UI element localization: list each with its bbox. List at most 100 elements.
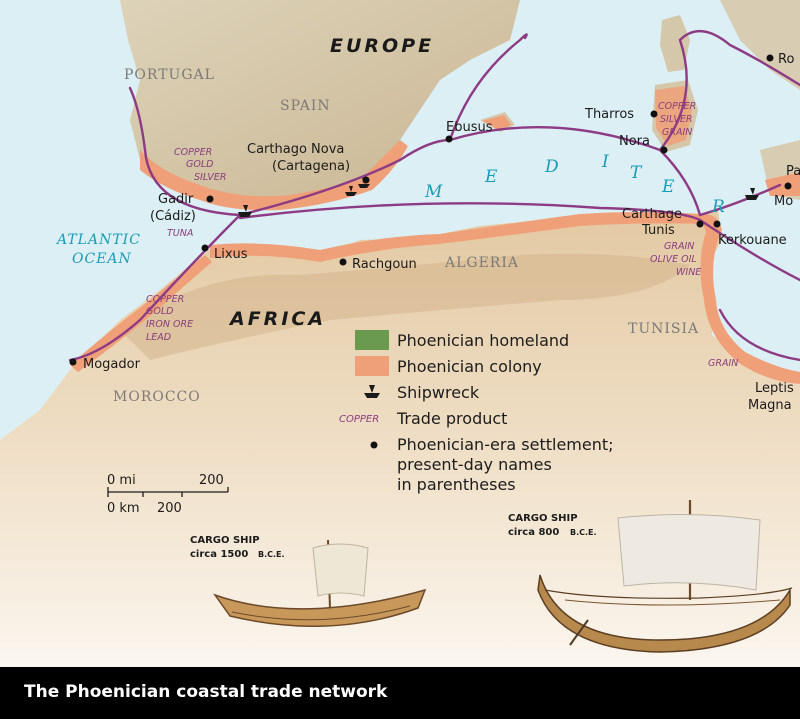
- africa-label: AFRICA: [228, 308, 326, 330]
- italy-landmass: [720, 0, 800, 90]
- legend-shipwreck-label: Shipwreck: [397, 383, 480, 402]
- caption-bar: [0, 667, 800, 719]
- map-canvas: EUROPE AFRICA PORTUGAL SPAIN ALGERIA TUN…: [0, 0, 800, 667]
- cargo-ship-800-illustration: CARGO SHIP circa 800 B.C.E.: [508, 500, 793, 653]
- ship2-title: CARGO SHIP: [508, 513, 578, 524]
- place-rachgoun: Rachgoun: [352, 257, 417, 272]
- route-libya-coast: [718, 308, 800, 362]
- place-carthago-nova: Carthago Nova: [247, 142, 344, 157]
- atlas-mountains: [120, 253, 690, 360]
- place-mogador: Mogador: [83, 357, 141, 372]
- product-tunisia-2: OLIVE OIL: [650, 254, 697, 265]
- portugal-label: PORTUGAL: [124, 67, 215, 83]
- ship1-title: CARGO SHIP: [190, 535, 260, 546]
- scale-mi-max: 200: [199, 473, 224, 488]
- place-pa: Pa: [786, 164, 800, 179]
- ship1-era: B.C.E.: [258, 550, 285, 559]
- legend-settlement-dot: [370, 441, 378, 449]
- place-nora: Nora: [619, 134, 650, 149]
- colony-ebusus: [482, 115, 511, 130]
- legend-settlement-line3: in parentheses: [397, 475, 516, 494]
- place-leptis: Leptis: [755, 381, 794, 396]
- sea-letter-i: I: [601, 152, 611, 172]
- legend-homeland-label: Phoenician homeland: [397, 331, 569, 350]
- product-morocco-1: COPPER: [146, 294, 184, 305]
- settlement-dots: [69, 54, 792, 366]
- ocean-label-line2: OCEAN: [72, 251, 132, 267]
- place-mo: Mo: [774, 194, 793, 209]
- spain-label: SPAIN: [280, 98, 331, 114]
- sea-letter-r: R: [711, 197, 727, 217]
- route-nora-carthage: [658, 148, 702, 217]
- legend: Phoenician homeland Phoenician colony Sh…: [339, 330, 614, 494]
- product-tunisia-3: WINE: [676, 267, 701, 278]
- product-sardinia-3: GRAIN: [662, 127, 692, 138]
- place-rome: Ro: [778, 52, 794, 67]
- sea-letter-d: D: [544, 157, 561, 177]
- legend-colony-swatch: [355, 356, 389, 376]
- legend-product-label: Trade product: [396, 409, 507, 428]
- europe-label: EUROPE: [330, 35, 434, 57]
- legend-shipwreck-icon: [364, 385, 380, 398]
- legend-settlement-line2: present-day names: [397, 455, 552, 474]
- place-cartagena: (Cartagena): [272, 159, 350, 174]
- scale-mi-label: 0 mi: [107, 473, 136, 488]
- sea-letter-t: T: [630, 163, 643, 183]
- route-carthage-gadir: [238, 202, 702, 222]
- product-iberia-3: SILVER: [194, 172, 227, 183]
- ocean-label-line1: ATLANTIC: [55, 232, 141, 248]
- product-iberia-1: COPPER: [174, 147, 212, 158]
- place-magna: Magna: [748, 398, 792, 413]
- corsica-island: [660, 15, 690, 72]
- product-iberia-2: GOLD: [186, 159, 213, 170]
- ship1-date: circa 1500: [190, 549, 248, 560]
- shipwreck-icon: [238, 178, 759, 217]
- product-morocco-2: GOLD: [146, 306, 173, 317]
- ship2-era: B.C.E.: [570, 528, 597, 537]
- sea-letter-e2: E: [661, 177, 676, 197]
- product-tunisia-1: GRAIN: [664, 241, 694, 252]
- product-tuna: TUNA: [167, 228, 193, 239]
- place-ebusus: Ebusus: [446, 120, 493, 135]
- place-cadiz: (Cádiz): [150, 209, 196, 224]
- colony-morocco-coast: [70, 255, 212, 372]
- scale-km-label: 0 km: [107, 501, 140, 516]
- route-carthage-sea: [698, 218, 800, 282]
- sea-letter-e: E: [484, 167, 499, 187]
- place-tunis: Tunis: [641, 223, 675, 238]
- legend-homeland-swatch: [355, 330, 389, 350]
- morocco-label: MOROCCO: [113, 389, 201, 405]
- place-lixus: Lixus: [214, 247, 248, 262]
- product-libya: GRAIN: [708, 358, 738, 369]
- colony-sardinia: [655, 86, 692, 146]
- scale-km-max: 200: [157, 501, 182, 516]
- place-gadir: Gadir: [158, 192, 194, 207]
- place-kerkouane: Kerkouane: [718, 233, 787, 248]
- figure-caption: The Phoenician coastal trade network: [24, 682, 388, 702]
- sea-letter-m: M: [424, 182, 444, 202]
- route-gadir-north: [128, 86, 242, 217]
- route-ebusus-nora: [448, 126, 662, 152]
- scale-bar: 0 mi 200 0 km 200: [107, 473, 229, 516]
- place-tharros: Tharros: [584, 107, 634, 122]
- place-carthage: Carthage: [622, 207, 682, 222]
- product-sardinia-2: SILVER: [660, 114, 693, 125]
- iberia-landmass: [120, 0, 520, 205]
- legend-settlement-line1: Phoenician-era settlement;: [397, 435, 614, 454]
- colony-tunisia-coast: [700, 213, 800, 384]
- tunisia-label: TUNISIA: [628, 321, 699, 337]
- product-morocco-4: LEAD: [146, 332, 171, 343]
- colony-north-africa-coast: [210, 212, 705, 262]
- product-sardinia-1: COPPER: [658, 101, 696, 112]
- route-carthage-east: [698, 183, 782, 217]
- algeria-label: ALGERIA: [444, 255, 519, 271]
- route-gadir-mogador: [68, 213, 242, 362]
- legend-colony-label: Phoenician colony: [397, 357, 542, 376]
- trade-routes: [68, 30, 800, 362]
- route-ebusus-gadir: [238, 138, 452, 217]
- route-ebusus-north: [448, 33, 528, 142]
- colony-sicily: [765, 172, 800, 196]
- cargo-ship-1500-illustration: CARGO SHIP circa 1500 B.C.E.: [190, 535, 427, 628]
- ship2-date: circa 800: [508, 527, 559, 538]
